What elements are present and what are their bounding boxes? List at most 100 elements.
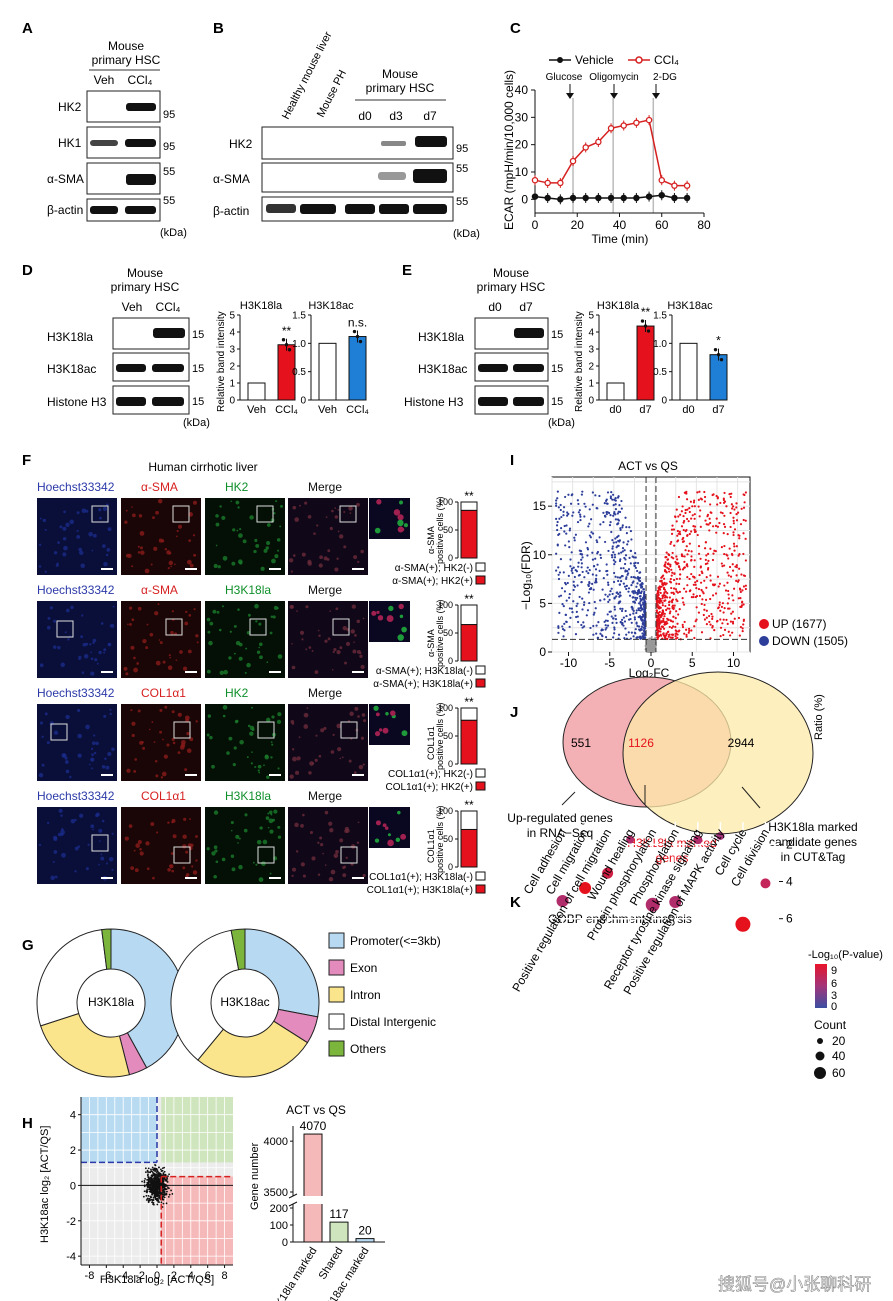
h-point xyxy=(162,1178,164,1181)
f-signal-speck xyxy=(264,755,270,760)
a-row-hk1: HK1 xyxy=(58,136,82,150)
f-significance: ** xyxy=(464,798,474,812)
i-point-up xyxy=(656,624,659,628)
f-signal-speck xyxy=(303,712,309,718)
h-point xyxy=(145,1171,147,1174)
c-point xyxy=(620,194,627,202)
c-ylabel: ECAR (mpH/min/10,000 cells) xyxy=(502,70,516,230)
f-signal-speck xyxy=(337,509,340,511)
f-signal-speck xyxy=(254,538,258,543)
i-point-down xyxy=(606,619,609,622)
i-point-down xyxy=(580,553,584,556)
f-ylabel: COL1α1 xyxy=(426,726,436,760)
f-ytick-label: 50 xyxy=(443,525,453,535)
i-point-down xyxy=(568,529,571,532)
i-point-up xyxy=(695,594,699,598)
f-signal-speck xyxy=(88,531,93,537)
f-inset-speck xyxy=(385,712,389,716)
i-point-up xyxy=(719,511,722,514)
i-point-down xyxy=(634,628,637,631)
f-signal-speck xyxy=(270,756,273,759)
i-point-down xyxy=(613,571,616,575)
f-signal-speck xyxy=(152,876,155,880)
band xyxy=(415,136,447,147)
i-point-up xyxy=(732,531,735,534)
i-point-down xyxy=(568,592,571,596)
i-point-up xyxy=(708,620,711,624)
i-point-down xyxy=(633,616,636,619)
i-point-up xyxy=(678,577,681,580)
i-point-up xyxy=(674,588,678,591)
h-point xyxy=(171,1193,174,1195)
f-signal-speck xyxy=(317,841,320,844)
i-point-down xyxy=(605,498,608,501)
i-point-up xyxy=(670,556,673,559)
i-point-up xyxy=(674,629,677,632)
f-signal-speck xyxy=(291,665,296,670)
i-point-up xyxy=(670,568,673,571)
i-point-up xyxy=(663,592,666,595)
h-point xyxy=(161,1169,164,1172)
h-point xyxy=(144,1167,147,1170)
i-point-up xyxy=(731,594,734,597)
i-point-up xyxy=(675,590,678,593)
i-point-down xyxy=(613,553,616,556)
i-point-down xyxy=(604,619,608,622)
f-signal-speck xyxy=(81,671,85,674)
f-signal-speck xyxy=(246,756,249,759)
i-point-down xyxy=(555,517,558,520)
i-point-up xyxy=(733,617,736,620)
f-inset-speck xyxy=(390,710,396,716)
f-signal-speck xyxy=(291,748,295,751)
i-point-up xyxy=(741,601,744,604)
i-point-down xyxy=(627,631,630,634)
i-point-down xyxy=(555,524,559,527)
i-point-up xyxy=(739,605,742,608)
f-signal-speck xyxy=(166,550,171,555)
f-signal-speck xyxy=(109,708,112,711)
f-signal-speck xyxy=(305,605,309,609)
b-mw: 55 xyxy=(456,163,468,175)
i-point-up xyxy=(693,525,697,528)
f-signal-speck xyxy=(62,536,67,541)
i-point-down xyxy=(617,552,620,555)
i-point-up xyxy=(656,614,659,618)
f-zoom-box xyxy=(50,723,68,741)
e-mw: 15 xyxy=(551,363,563,375)
i-point-up xyxy=(728,607,731,610)
f-signal-speck xyxy=(74,846,79,851)
f-signal-speck xyxy=(162,660,166,664)
i-point-down xyxy=(637,589,640,592)
i-point-up xyxy=(727,597,731,600)
f-signal-speck xyxy=(58,808,63,813)
f-signal-speck xyxy=(64,756,68,760)
f-signal-speck xyxy=(307,515,312,519)
panel-label-i: I xyxy=(510,452,514,469)
i-point-up xyxy=(676,529,679,533)
i-point-up xyxy=(729,634,732,637)
c-point xyxy=(620,122,627,129)
i-point-down xyxy=(634,596,637,599)
b-row-bactin: β-actin xyxy=(213,204,249,218)
f-signal-speck xyxy=(100,622,104,625)
f-signal-speck xyxy=(95,812,100,817)
bar xyxy=(709,354,728,401)
i-point-down xyxy=(570,607,573,610)
panel-label-j: J xyxy=(510,704,518,721)
bar-ytick-label: 0 xyxy=(300,396,306,407)
i-point-down xyxy=(574,533,577,536)
c-point xyxy=(544,194,551,202)
i-point-up xyxy=(685,590,688,593)
f-signal-speck xyxy=(39,663,44,668)
i-point-down xyxy=(633,562,636,565)
k-bubble xyxy=(693,835,703,845)
a-kda: (kDa) xyxy=(160,227,187,239)
i-point-down xyxy=(624,558,627,561)
i-point-up xyxy=(696,533,699,537)
f-signal-speck xyxy=(235,719,239,723)
i-point-up xyxy=(703,608,706,611)
h-point xyxy=(142,1195,145,1198)
i-point-down xyxy=(573,575,576,579)
h-point xyxy=(146,1191,148,1194)
h-point xyxy=(157,1182,160,1185)
